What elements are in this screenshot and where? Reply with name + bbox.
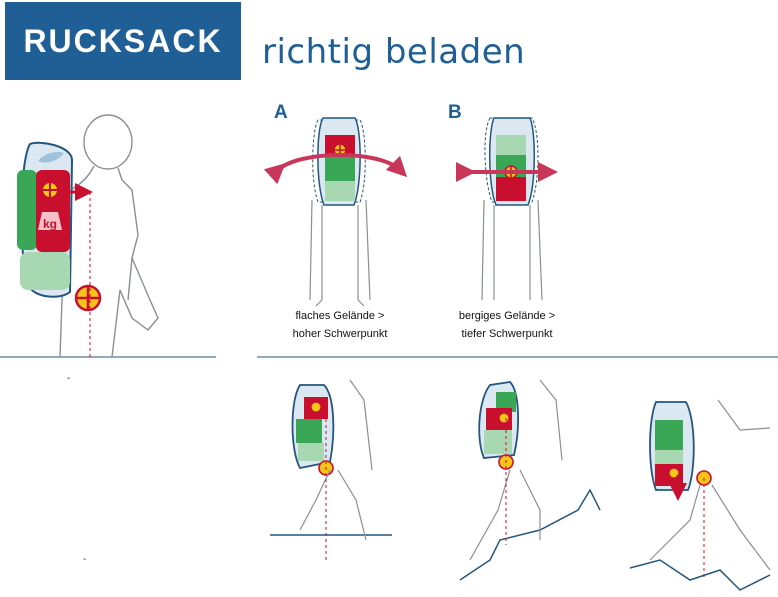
panel-a-caption-line2: hoher Schwerpunkt <box>292 328 388 340</box>
margin-mark-2: - <box>83 554 87 565</box>
panel-a-label: A <box>274 102 288 123</box>
title-badge: RUCKSACK <box>5 2 241 80</box>
zone-light-a <box>325 181 355 201</box>
main-hiker-figure <box>59 114 159 358</box>
zone-heavy-b <box>496 177 526 201</box>
walker-flat <box>270 379 392 560</box>
main-backpack: kg <box>17 141 102 312</box>
subtitle: richtig beladen <box>262 32 526 72</box>
panel-a-caption-line1: flaches Gelände > <box>295 310 385 322</box>
panel-a-backpack <box>263 117 408 206</box>
zone-medium-left <box>17 170 37 250</box>
sway-arrow-icon-a <box>263 153 408 185</box>
panel-a-caption: flaches Gelände > hoher Schwerpunkt <box>260 307 420 343</box>
weight-icon: kg <box>38 212 62 231</box>
panel-b-caption-line1: bergiges Gelände > <box>458 310 556 322</box>
title: RUCKSACK <box>23 22 223 59</box>
zone-medium-a <box>325 157 355 181</box>
panel-b-figure <box>481 199 543 301</box>
walker-climbing <box>459 379 601 581</box>
walker-descending <box>629 399 771 591</box>
weight-label: kg <box>43 217 57 231</box>
panel-b-backpack <box>456 117 558 206</box>
margin-mark-1: - <box>67 373 71 384</box>
zone-light <box>20 252 70 290</box>
panel-b-caption-line2: tiefer Schwerpunkt <box>461 328 553 340</box>
center-of-gravity-icon-pack <box>41 181 59 199</box>
center-of-gravity-icon-body <box>74 284 102 312</box>
panel-a-figure <box>309 199 371 307</box>
feather-icon <box>38 151 64 163</box>
panel-b-caption: bergiges Gelände > tiefer Schwerpunkt <box>427 307 587 343</box>
zone-light-b <box>496 135 526 155</box>
panel-b-label: B <box>448 102 462 123</box>
